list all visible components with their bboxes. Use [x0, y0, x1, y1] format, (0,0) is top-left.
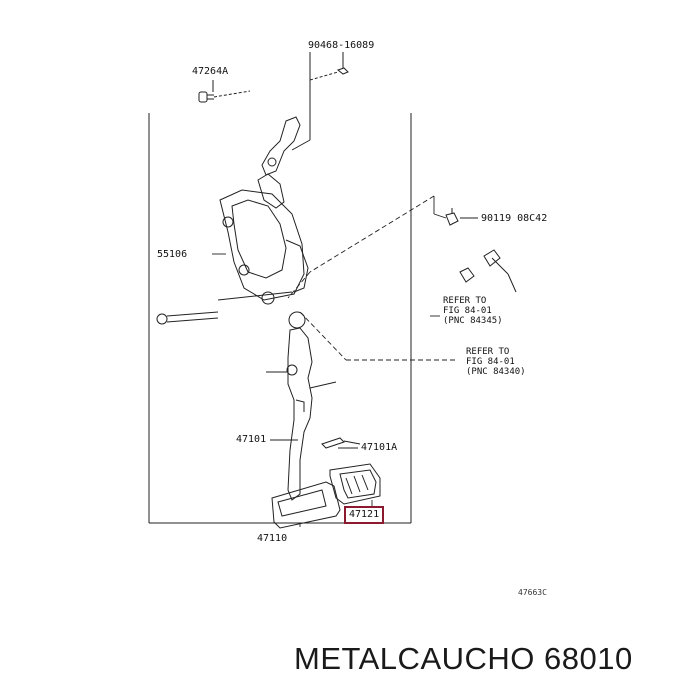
spring-47101A	[321, 437, 361, 449]
switch-90119	[445, 208, 517, 293]
label-55106: 55106	[157, 249, 188, 260]
diagram-frame	[148, 113, 412, 524]
refer-note-1-line1: REFER TO	[443, 296, 487, 306]
refer-note-1: REFER TO FIG 84-01 (PNC 84345)	[443, 296, 503, 326]
leader-lines	[212, 195, 478, 527]
label-47101A: 47101A	[361, 442, 398, 453]
label-47121-highlighted: 47121	[344, 506, 385, 524]
brand-part-number: METALCAUCHO 68010	[294, 641, 633, 676]
bolt-55106	[156, 311, 219, 325]
clip-90468	[291, 52, 349, 151]
pedal-pad-cover-47121	[329, 463, 381, 505]
refer-note-1-line2: FIG 84-01	[443, 306, 492, 316]
label-47101: 47101	[236, 434, 267, 445]
label-47110: 47110	[257, 533, 288, 544]
refer-note-1-line3: (PNC 84345)	[443, 316, 503, 326]
label-90468-16089: 90468-16089	[308, 40, 375, 51]
refer-note-2: REFER TO FIG 84-01 (PNC 84340)	[466, 347, 526, 377]
figure-code: 47663C	[518, 588, 547, 597]
refer-note-2-line1: REFER TO	[466, 347, 510, 357]
pedal-pad-47110	[271, 481, 341, 529]
label-47264A: 47264A	[192, 66, 229, 77]
refer-note-2-line3: (PNC 84340)	[466, 367, 526, 377]
pedal-arm	[266, 311, 337, 501]
pedal-bracket	[217, 116, 309, 305]
bolt-47264A	[198, 80, 251, 103]
label-90119: 90119 08C42	[481, 213, 548, 224]
refer-note-2-line2: FIG 84-01	[466, 357, 515, 367]
